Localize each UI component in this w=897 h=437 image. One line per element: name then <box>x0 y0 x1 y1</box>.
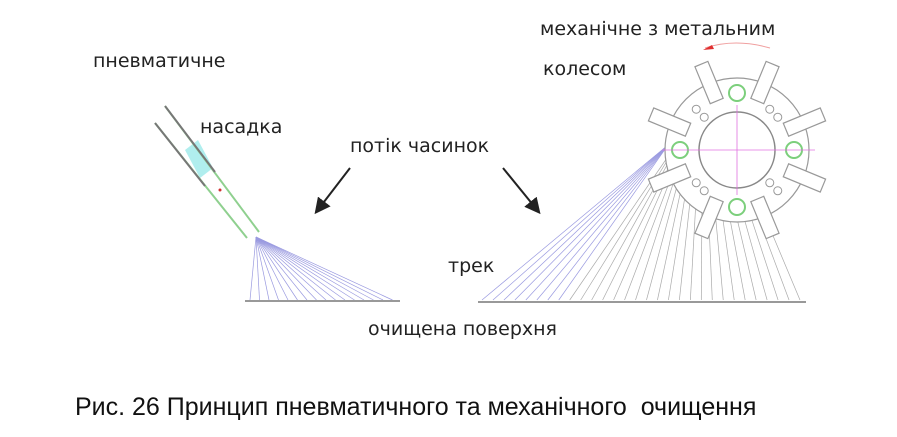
wheel-blade <box>782 163 827 193</box>
fan-line <box>514 144 669 301</box>
bolt-hole <box>765 104 775 114</box>
bolt-hole <box>765 178 775 188</box>
fan-line <box>255 236 393 301</box>
bolt-hole <box>699 112 709 122</box>
fan-line <box>249 236 257 301</box>
fan-line <box>255 236 327 301</box>
fan-line <box>503 144 669 301</box>
wheel-blade <box>647 163 692 193</box>
fan-line <box>255 236 365 301</box>
fan-line <box>255 236 270 301</box>
fan-line <box>255 236 374 301</box>
wheel-blade <box>750 195 780 240</box>
green-hub <box>728 84 746 102</box>
arrow-left <box>314 167 351 215</box>
wheel-blade <box>647 107 692 137</box>
bolt-hole <box>691 104 701 114</box>
label-particle-flow: потік часинок <box>350 135 489 157</box>
label-nozzle: насадка <box>200 116 282 138</box>
label-cleaned-surface: очищена поверхня <box>368 318 557 340</box>
fan-line <box>255 236 317 301</box>
bolt-hole <box>691 178 701 188</box>
fan-line <box>255 236 355 301</box>
wheel-blade <box>694 60 724 105</box>
rotation-arrow-icon <box>703 45 714 50</box>
label-mechanical: механічне з метальним <box>540 18 775 40</box>
fan-line <box>492 144 669 301</box>
pneumatic-nozzle <box>154 105 260 239</box>
wheel-blade <box>750 60 780 105</box>
particle-fan-left <box>249 236 393 301</box>
arrow-right <box>502 167 541 215</box>
fan-line <box>255 236 384 301</box>
rotation-arc <box>704 42 771 49</box>
bolt-hole <box>773 186 783 196</box>
fan-line <box>525 144 669 301</box>
fan-line <box>558 144 669 301</box>
fan-line <box>255 236 346 301</box>
metal-throwing-wheel <box>647 60 827 240</box>
fan-line <box>255 236 260 301</box>
label-track: трек <box>448 255 494 277</box>
fan-line <box>255 236 336 301</box>
fan-line <box>255 236 308 301</box>
bolt-hole <box>699 186 709 196</box>
label-pneumatic: пневматичне <box>93 50 225 72</box>
fan-line <box>536 144 669 301</box>
wheel-blade <box>782 107 827 137</box>
fan-line <box>255 236 289 301</box>
figure-caption: Рис. 26 Принцип пневматичного та механіч… <box>75 393 757 421</box>
fan-line <box>547 144 669 301</box>
wheel-blade <box>694 195 724 240</box>
fan-line <box>481 144 669 301</box>
fan-line <box>255 236 279 301</box>
fan-line <box>255 236 298 301</box>
bolt-hole <box>773 112 783 122</box>
label-wheel: колесом <box>543 58 626 80</box>
fan-line <box>569 149 673 301</box>
green-hub <box>728 198 746 216</box>
